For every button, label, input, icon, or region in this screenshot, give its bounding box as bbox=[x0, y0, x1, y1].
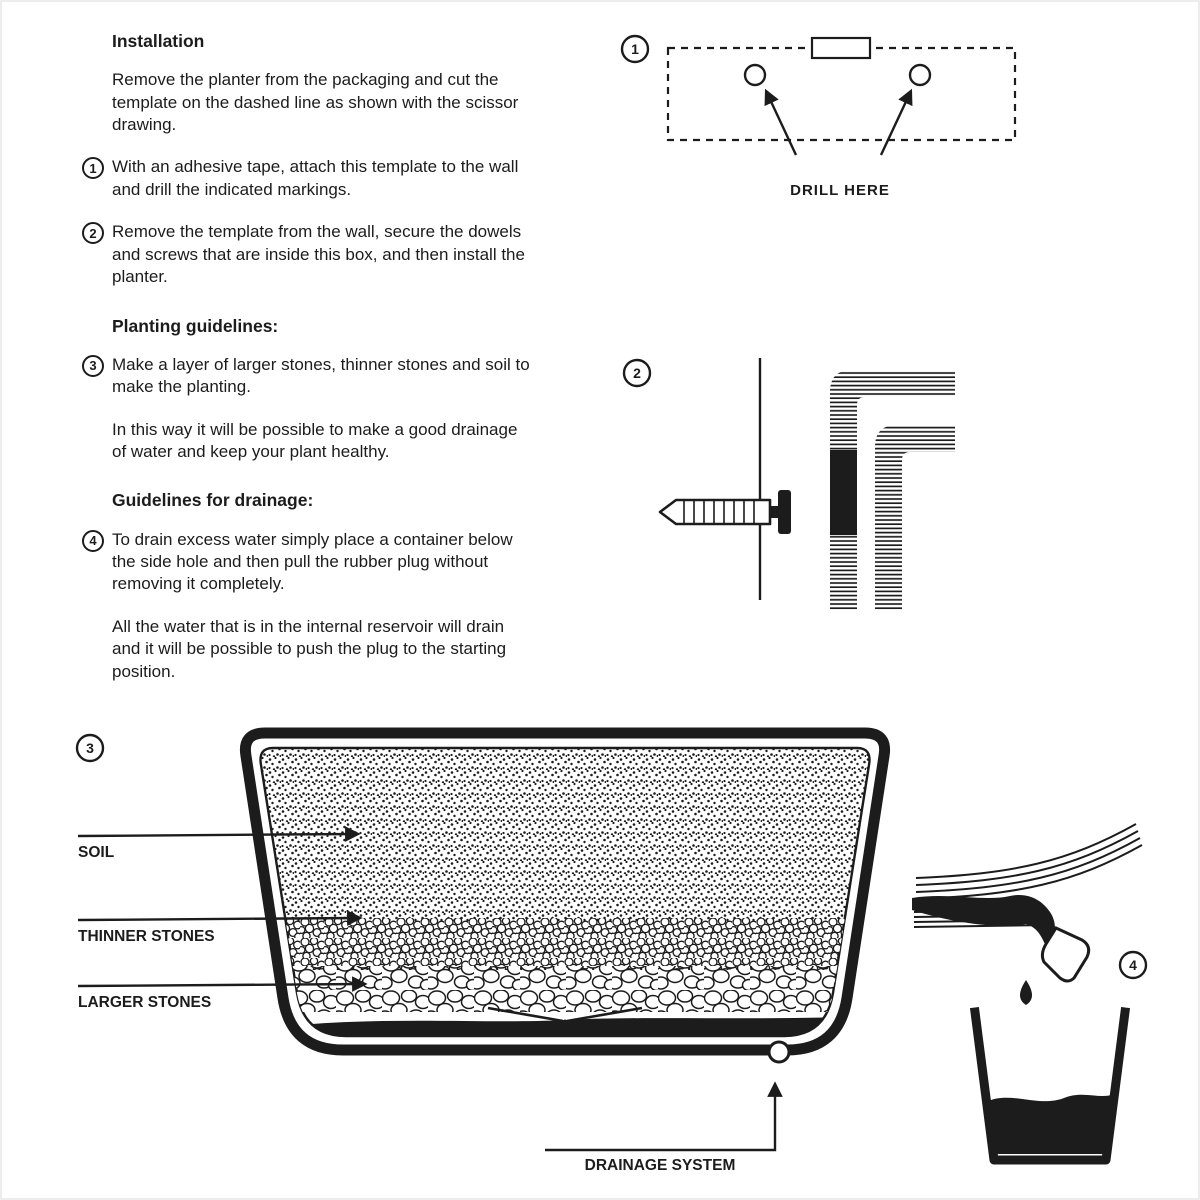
step-1-number-badge: 1 bbox=[82, 157, 104, 180]
reservoir-water bbox=[288, 1017, 842, 1036]
diagram-4-number-badge: 4 bbox=[1118, 950, 1148, 980]
svg-text:1: 1 bbox=[631, 41, 639, 57]
diagram-3-number-badge: 3 bbox=[75, 733, 105, 763]
keyhole-slot bbox=[830, 450, 857, 535]
funnel-right-line bbox=[566, 1006, 643, 1023]
drill-arrow-right bbox=[879, 88, 913, 156]
step-1-text: With an adhesive tape, attach this templ… bbox=[112, 157, 519, 199]
planting-note-text: In this way it will be possible to make … bbox=[112, 419, 518, 461]
installation-intro-text: Remove the planter from the packaging an… bbox=[112, 70, 519, 134]
svg-text:3: 3 bbox=[86, 740, 94, 756]
installation-heading: Installation bbox=[112, 31, 205, 51]
svg-text:4: 4 bbox=[1129, 957, 1137, 973]
cup-water bbox=[986, 1094, 1114, 1154]
wall-mounting-diagram: 2 bbox=[622, 358, 955, 610]
larger-stones-label-group: LARGER STONES bbox=[77, 976, 368, 1011]
thinner-stones-layer bbox=[260, 918, 870, 970]
installation-step-2: 2 Remove the template from the wall, sec… bbox=[82, 221, 534, 288]
planter-back-rail-inner bbox=[875, 425, 955, 610]
cup-outline bbox=[969, 1006, 1131, 1165]
drill-hole-right bbox=[908, 63, 932, 87]
falling-droplet bbox=[1020, 980, 1032, 1005]
drill-template-diagram: 1 DRILL HERE bbox=[620, 34, 1017, 199]
planting-guidelines-heading: Planting guidelines: bbox=[112, 315, 279, 336]
larger-stones-layer bbox=[260, 966, 870, 1012]
step-4-number-badge: 4 bbox=[82, 529, 104, 552]
planting-step-3: 3 Make a layer of larger stones, thinner… bbox=[82, 354, 534, 399]
step-2-text: Remove the template from the wall, secur… bbox=[112, 222, 525, 287]
thinner-stones-arrow bbox=[77, 910, 363, 926]
drainage-system-label: DRAINAGE SYSTEM bbox=[585, 1157, 736, 1174]
instructions-column: Installation Remove the planter from the… bbox=[82, 30, 534, 703]
drainage-note-text: All the water that is in the internal re… bbox=[112, 616, 507, 681]
planter-wall-hatching bbox=[915, 823, 1143, 900]
step-3-number-badge: 3 bbox=[82, 354, 104, 377]
water-stream bbox=[912, 894, 1055, 946]
soil-label-group: SOIL bbox=[77, 826, 361, 861]
hanging-slot bbox=[810, 36, 872, 60]
svg-text:2: 2 bbox=[633, 365, 641, 381]
step-4-text: To drain excess water simply place a con… bbox=[112, 529, 513, 594]
larger-stones-label: LARGER STONES bbox=[78, 994, 211, 1011]
step-3-text: Make a layer of larger stones, thinner s… bbox=[112, 354, 530, 397]
rubber-plug bbox=[1040, 926, 1091, 983]
funnel-left-line bbox=[487, 1006, 564, 1023]
planting-layers-diagram: 3 SOIL THINNER STONES LARGER STONES bbox=[75, 727, 891, 1174]
soil-arrow bbox=[77, 826, 361, 842]
wall-plug-and-screw bbox=[658, 490, 791, 534]
thinner-stones-label: THINNER STONES bbox=[78, 928, 215, 945]
diagram-1-number-badge: 1 bbox=[620, 34, 650, 64]
drainage-label-group: DRAINAGE SYSTEM bbox=[545, 1081, 783, 1174]
cut-template-dashed-outline bbox=[666, 46, 1017, 142]
soil-label: SOIL bbox=[78, 844, 114, 861]
drainage-arrow bbox=[545, 1081, 783, 1152]
drill-arrow-left bbox=[764, 88, 798, 156]
drainage-guidelines-heading: Guidelines for drainage: bbox=[112, 490, 314, 511]
drainage-closeup-diagram: 4 bbox=[912, 823, 1148, 1165]
diagram-2-number-badge: 2 bbox=[622, 358, 652, 388]
larger-stones-arrow bbox=[77, 976, 368, 992]
drill-here-label: DRILL HERE bbox=[790, 182, 890, 199]
screw-head bbox=[778, 490, 791, 534]
drainage-step-4: 4 To drain excess water simply place a c… bbox=[82, 529, 534, 596]
installation-step-1: 1 With an adhesive tape, attach this tem… bbox=[82, 156, 534, 201]
drain-plug bbox=[767, 1040, 791, 1064]
step-2-number-badge: 2 bbox=[82, 222, 104, 245]
soil-layer bbox=[260, 748, 870, 922]
thinner-stones-label-group: THINNER STONES bbox=[77, 910, 363, 945]
container-cup bbox=[969, 1006, 1131, 1165]
drill-hole-left bbox=[743, 63, 767, 87]
